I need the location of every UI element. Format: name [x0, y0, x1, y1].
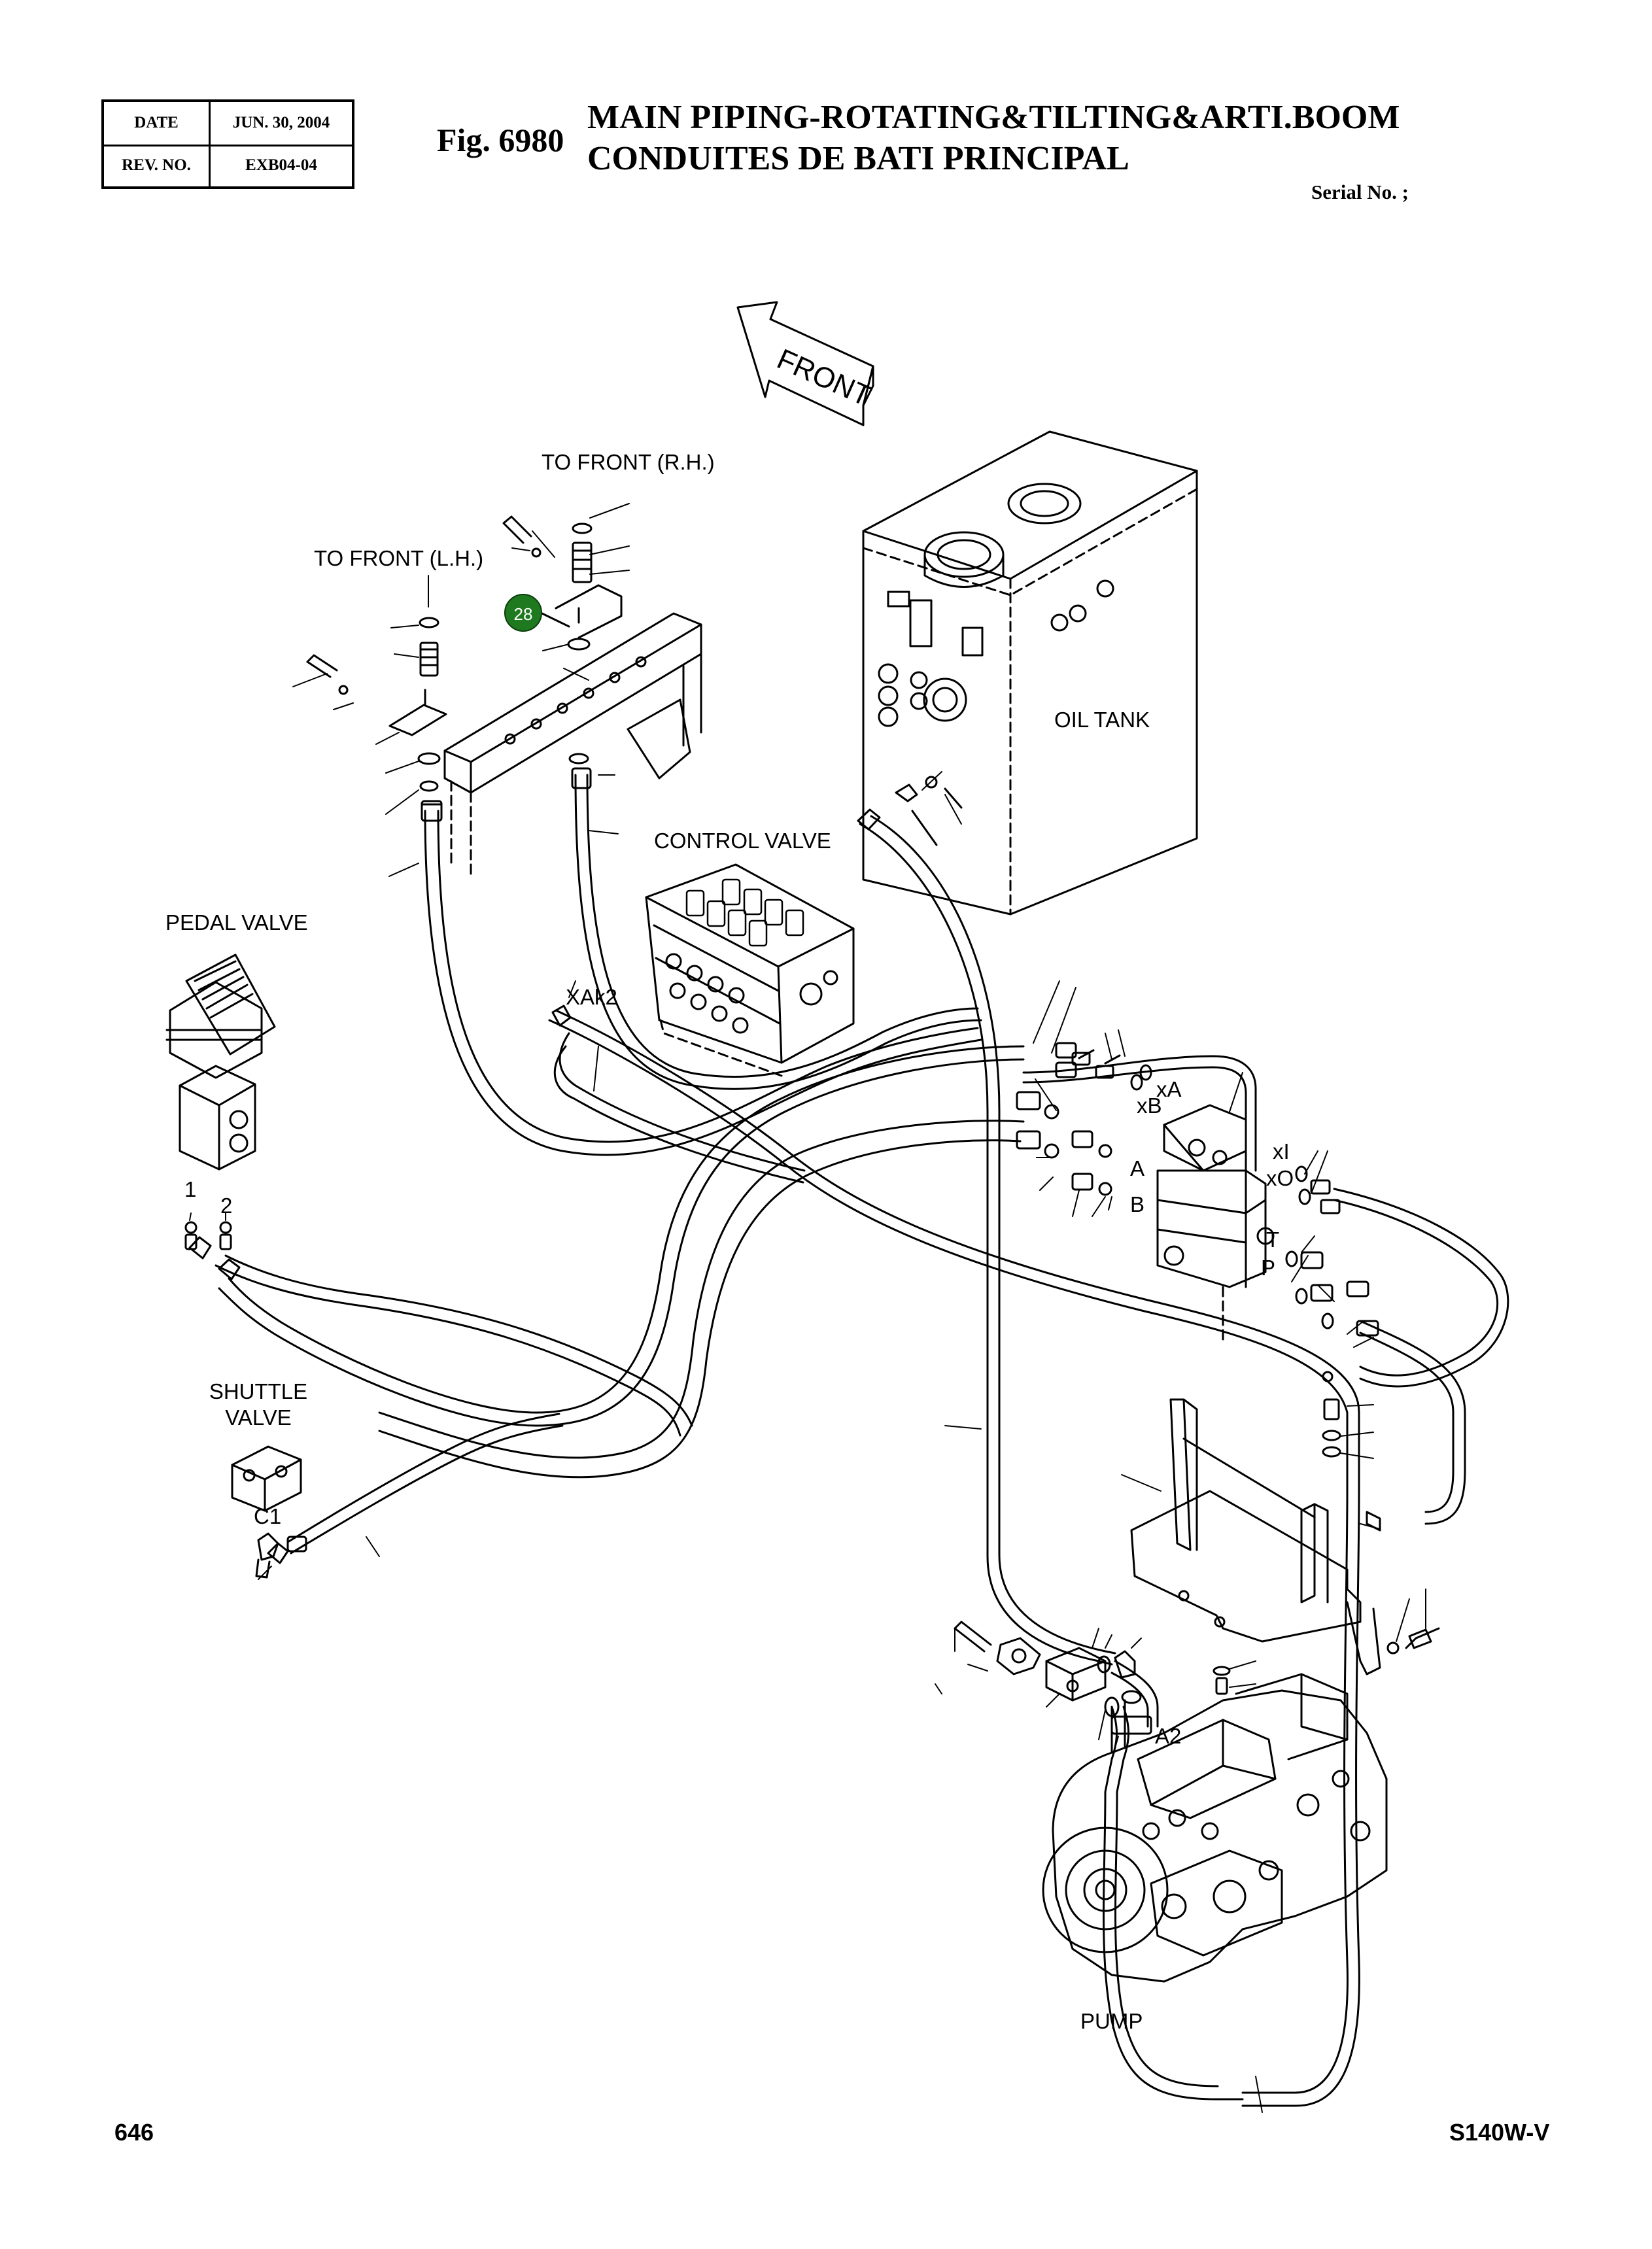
revision-value: EXB04-04: [245, 156, 317, 174]
date-value: JUN. 30, 2004: [232, 114, 330, 132]
figure-title-line1: MAIN PIPING-ROTATING&TILTING&ARTI.BOOM: [587, 99, 1400, 136]
front-arrow: FRONT: [736, 301, 876, 426]
figure-number: Fig. 6980: [437, 122, 564, 158]
hoses: [188, 767, 1509, 2107]
figure-title: MAIN PIPING-ROTATING&TILTING&ARTI.BOOM C…: [587, 97, 1400, 179]
shuttle-valve-label-line2: VALVE: [225, 1405, 292, 1430]
pump-fittings: [954, 1371, 1432, 1717]
to-front-lh-label: TO FRONT (L.H.): [314, 546, 484, 570]
oil-tank: OIL TANK: [862, 430, 1198, 916]
model-number: S140W-V: [1449, 2119, 1550, 2146]
port-xb-label: xB: [1137, 1093, 1162, 1118]
shuttle-valve-label: SHUTTLE VALVE: [199, 1379, 317, 1431]
control-valve-label: CONTROL VALVE: [654, 829, 831, 853]
port-t-label: T: [1266, 1228, 1280, 1252]
lower-bracket: [1130, 1398, 1440, 1675]
a2-label: A2: [1155, 1724, 1182, 1748]
page-number: 646: [114, 2119, 154, 2146]
pedal-valve: PEDAL VALVE: [165, 910, 308, 1250]
port-xa-label: xA: [1156, 1077, 1182, 1101]
front-arrow-label: FRONT: [772, 343, 876, 412]
port-b-label: B: [1130, 1192, 1145, 1216]
pedal-port-1-label: 1: [184, 1177, 197, 1201]
leader-lines: [189, 503, 1426, 2113]
revision-table: DATE JUN. 30, 2004 REV. NO. EXB04-04: [101, 99, 354, 189]
port-p-label: P: [1261, 1256, 1276, 1280]
revision-row: REV. NO. EXB04-04: [104, 144, 352, 186]
revision-label: REV. NO.: [104, 144, 211, 186]
to-front-rh-label: TO FRONT (R.H.): [542, 450, 715, 474]
xak2-label: XAk2: [566, 985, 617, 1009]
pump-label: PUMP: [1080, 2009, 1143, 2033]
pedal-port-2-label: 2: [220, 1193, 233, 1218]
upper-bracket: [388, 584, 702, 878]
callout-28: 28: [504, 594, 570, 632]
callout-number: 28: [514, 604, 533, 624]
date-label: DATE: [104, 102, 211, 145]
shuttle-valve-label-line1: SHUTTLE: [209, 1379, 308, 1403]
pump: [1042, 1673, 1388, 1983]
oil-tank-label: OIL TANK: [1054, 708, 1150, 732]
figure-title-line2: CONDUITES DE BATI PRINCIPAL: [587, 140, 1129, 177]
control-valve: CONTROL VALVE: [645, 829, 855, 1077]
pedal-valve-label: PEDAL VALVE: [165, 910, 308, 935]
rotating-valve: [1016, 1042, 1379, 1342]
c1-label: C1: [254, 1504, 282, 1528]
date-row: DATE JUN. 30, 2004: [104, 102, 352, 146]
port-xi-label: xI: [1273, 1139, 1290, 1163]
port-a-label: A: [1130, 1156, 1145, 1180]
port-xo-label: xO: [1266, 1166, 1294, 1190]
serial-number: Serial No. ;: [1311, 180, 1409, 203]
